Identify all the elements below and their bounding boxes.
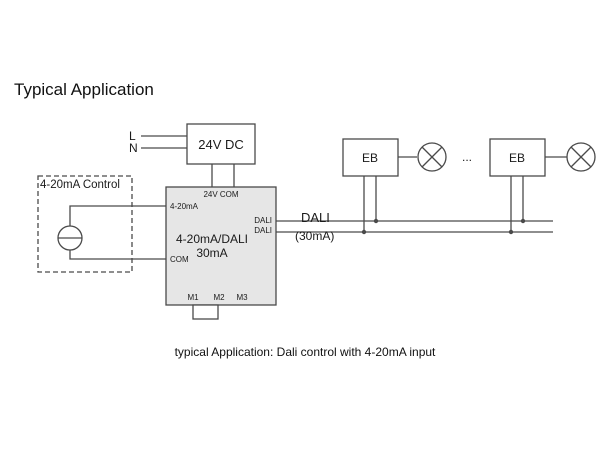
dali-bus-current-label: (30mA) — [295, 229, 334, 243]
ballast-2-junction-1 — [520, 218, 526, 224]
page-title: Typical Application — [14, 80, 154, 99]
converter-dali-terminal-2: DALI — [254, 226, 272, 235]
ballast-1-junction-2 — [361, 229, 367, 235]
control-dashed-frame — [37, 175, 133, 273]
power-supply-label: 24V DC — [198, 137, 244, 152]
lamp-2-icon — [566, 142, 596, 172]
ballast-2-label: EB — [509, 151, 525, 165]
converter-com-terminal: COM — [170, 255, 189, 264]
more-ballasts-ellipsis: ... — [462, 150, 472, 164]
converter-dali-terminal-1: DALI — [254, 216, 272, 225]
converter-m3-label: M3 — [236, 293, 248, 302]
ballast-1-junction-1 — [373, 218, 379, 224]
lamp-1-icon — [417, 142, 447, 172]
power-supply-box — [186, 123, 256, 165]
control-label: 4-20mA Control — [40, 179, 120, 191]
converter-input-terminal: 4-20mA — [170, 202, 199, 211]
converter-title-line1: 4-20mA/DALI — [176, 232, 248, 246]
converter-top-terminals: 24V COM — [203, 190, 238, 199]
ballast-2-box — [489, 138, 546, 177]
supply-line-n-label: N — [129, 141, 138, 155]
dali-bus-label: DALI — [301, 210, 330, 225]
control-com-wire — [69, 250, 166, 260]
converter-title-line2: 30mA — [196, 246, 227, 260]
converter-connector — [192, 304, 219, 320]
converter-m1-label: M1 — [187, 293, 199, 302]
converter-box — [165, 186, 277, 306]
ballast-1-label: EB — [362, 151, 378, 165]
ballast-2-junction-2 — [508, 229, 514, 235]
supply-line-l-label: L — [129, 129, 136, 143]
converter-m2-label: M2 — [213, 293, 225, 302]
control-signal-wire — [69, 205, 166, 226]
figure-caption: typical Application: Dali control with 4… — [174, 345, 436, 359]
